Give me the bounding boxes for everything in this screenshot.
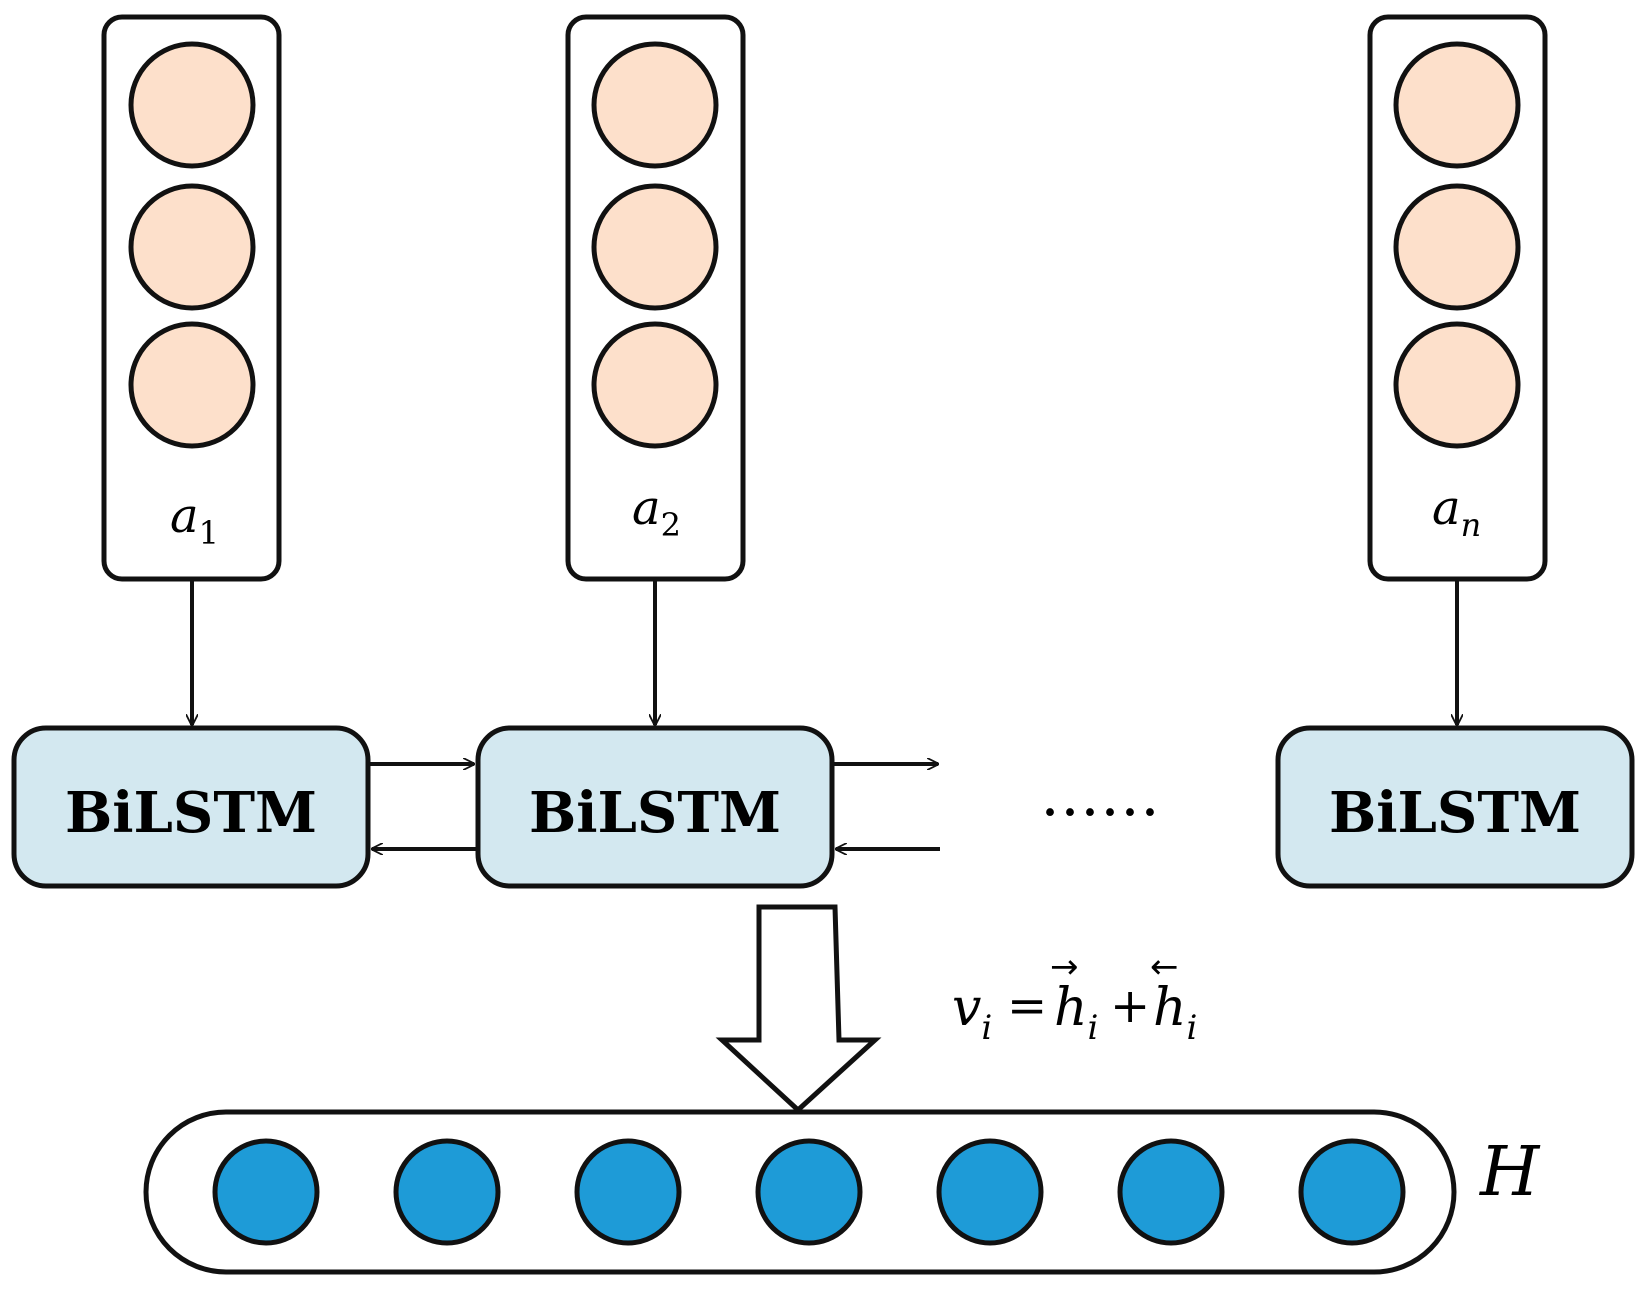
- input-unit: [591, 321, 719, 449]
- bilstm-label: BiLSTM: [1329, 780, 1581, 846]
- input-vector-2: a2: [565, 14, 746, 582]
- formula-h2-sub: i: [1187, 1008, 1198, 1048]
- formula-h2-arrow: ←: [1150, 947, 1179, 987]
- input-unit: [128, 183, 256, 311]
- input-unit: [128, 41, 256, 169]
- output-unit: [1117, 1138, 1225, 1246]
- formula-h1-sub: i: [1088, 1008, 1099, 1048]
- input-unit: [591, 183, 719, 311]
- ellipsis: ……: [1040, 760, 1160, 830]
- svg-text:hi: hi: [1054, 978, 1098, 1048]
- svg-text:hi: hi: [1153, 978, 1197, 1048]
- output-unit: [393, 1138, 501, 1246]
- formula-v: v: [952, 978, 981, 1038]
- output-unit: [936, 1138, 1044, 1246]
- formula-eq: =: [1007, 978, 1047, 1034]
- input-label-sub: n: [1461, 506, 1482, 544]
- formula-v-sub: i: [981, 1008, 992, 1048]
- input-label-base: a: [632, 480, 661, 536]
- output-label: H: [1478, 1133, 1541, 1212]
- bilstm-cell-2: BiLSTM: [475, 725, 835, 889]
- input-unit: [1393, 183, 1521, 311]
- input-label-base: a: [1432, 480, 1461, 536]
- formula-h1-arrow: →: [1050, 947, 1079, 987]
- svg-text:a1: a1: [170, 488, 219, 552]
- input-unit: [1393, 321, 1521, 449]
- output-layer: [143, 1109, 1457, 1275]
- bilstm-cell-n: BiLSTM: [1275, 725, 1635, 889]
- input-unit: [128, 321, 256, 449]
- svg-text:an: an: [1432, 480, 1481, 544]
- bilstm-label: BiLSTM: [65, 780, 317, 846]
- output-unit: [755, 1138, 863, 1246]
- formula-h2: h: [1153, 978, 1187, 1038]
- output-unit: [1298, 1138, 1406, 1246]
- input-label-sub: 2: [661, 506, 681, 544]
- bilstm-label: BiLSTM: [529, 780, 781, 846]
- output-unit: [212, 1138, 320, 1246]
- combine-arrow: [715, 904, 882, 1114]
- svg-text:a2: a2: [632, 480, 681, 544]
- input-unit: [1393, 41, 1521, 169]
- input-label-sub: 1: [199, 514, 219, 552]
- svg-text:vi: vi: [952, 978, 992, 1048]
- formula: vi = → hi + ← hi: [952, 947, 1197, 1048]
- bilstm-cell-1: BiLSTM: [11, 725, 371, 889]
- input-label-base: a: [170, 488, 199, 544]
- input-unit: [591, 41, 719, 169]
- output-unit: [574, 1138, 682, 1246]
- formula-h1: h: [1054, 978, 1088, 1038]
- input-vector-n: an: [1367, 14, 1548, 582]
- formula-plus: +: [1110, 978, 1150, 1034]
- input-vector-1: a1: [101, 14, 282, 582]
